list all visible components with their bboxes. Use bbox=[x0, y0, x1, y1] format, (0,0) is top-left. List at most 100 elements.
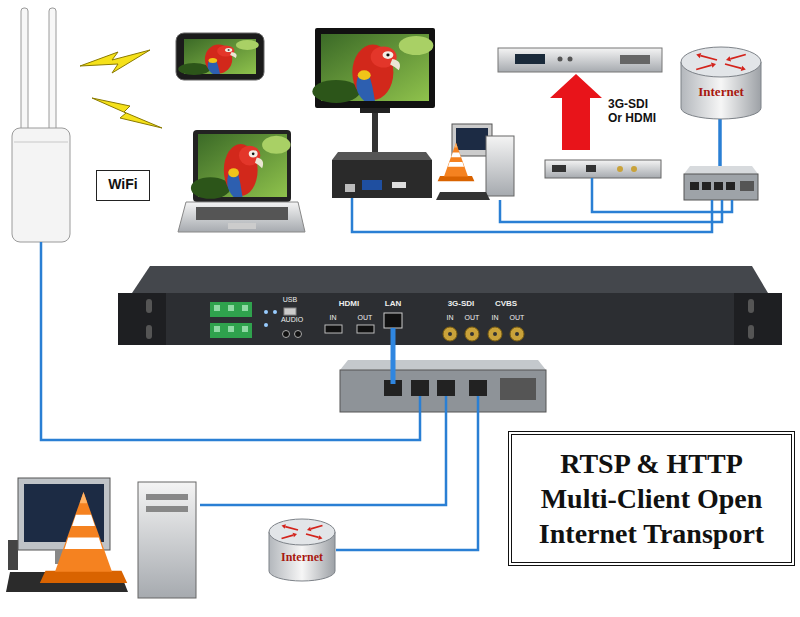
port-label: LAN bbox=[385, 299, 401, 308]
ethernet-cable bbox=[592, 178, 732, 212]
network-switch bbox=[702, 182, 711, 190]
rack-encoder bbox=[448, 332, 452, 336]
port-label: 3G-SDI bbox=[448, 299, 475, 308]
vlc-computer bbox=[40, 492, 127, 583]
network-switch bbox=[340, 370, 546, 412]
router-arrow bbox=[726, 56, 731, 61]
title-box: RTSP & HTTP Multi-Client Open Internet T… bbox=[508, 431, 795, 566]
ird-receiver bbox=[498, 48, 662, 72]
wifi-access-point bbox=[12, 128, 70, 242]
laptop bbox=[191, 134, 291, 199]
rack-encoder bbox=[748, 325, 754, 339]
wifi-access-point bbox=[14, 142, 68, 143]
router-arrow bbox=[285, 527, 298, 530]
laptop bbox=[228, 223, 256, 229]
rack-encoder bbox=[273, 310, 277, 314]
rack-encoder bbox=[443, 327, 457, 341]
network-switch bbox=[684, 174, 758, 200]
rack-encoder bbox=[515, 332, 519, 336]
router-body bbox=[269, 532, 335, 581]
router-arrow bbox=[306, 534, 319, 537]
rack-encoder bbox=[210, 302, 252, 317]
encoder-box bbox=[545, 160, 661, 178]
box-text: WiFi bbox=[108, 176, 137, 194]
rack-encoder bbox=[465, 327, 479, 341]
router-arrow bbox=[696, 65, 711, 69]
vlc-computer bbox=[146, 494, 188, 500]
ird-receiver bbox=[558, 57, 563, 62]
rack-encoder bbox=[214, 326, 220, 332]
router-text: Internet bbox=[698, 85, 744, 99]
router-arrow bbox=[293, 533, 297, 537]
ird-receiver bbox=[515, 54, 545, 64]
signal-arrow bbox=[550, 74, 602, 150]
rack-encoder bbox=[242, 305, 248, 311]
rack-encoder bbox=[264, 323, 268, 327]
network-switch bbox=[437, 380, 455, 396]
decoder-box bbox=[392, 182, 406, 188]
television bbox=[312, 28, 435, 153]
rack-encoder bbox=[228, 305, 234, 311]
router-arrow bbox=[282, 535, 294, 538]
vlc-computer bbox=[138, 482, 196, 598]
rack-encoder bbox=[493, 332, 497, 336]
rack-encoder bbox=[295, 331, 302, 338]
ethernet-cable bbox=[352, 198, 712, 232]
signal-arrow bbox=[550, 74, 602, 150]
wifi-access-point bbox=[21, 8, 28, 133]
router-body bbox=[681, 62, 761, 119]
network-switch bbox=[726, 182, 735, 190]
network-switch bbox=[714, 182, 723, 190]
router-arrows bbox=[696, 53, 746, 71]
decoder-box bbox=[332, 152, 432, 198]
vlc-computer bbox=[456, 128, 488, 150]
router-arrow bbox=[311, 526, 323, 529]
port-label: IN bbox=[492, 314, 499, 322]
router-arrows bbox=[282, 524, 323, 539]
wifi-access-point bbox=[12, 8, 70, 242]
router-label-area: Internet bbox=[268, 545, 336, 571]
rack-encoder bbox=[132, 266, 768, 293]
wireless-bolt bbox=[92, 98, 162, 128]
vlc-computer bbox=[146, 506, 188, 512]
ethernet-cable bbox=[336, 396, 478, 550]
vlc-computer bbox=[486, 136, 514, 196]
network-switch bbox=[690, 182, 699, 190]
decoder-box bbox=[345, 184, 355, 192]
ethernet-cable bbox=[200, 396, 446, 505]
rack-encoder bbox=[228, 326, 234, 332]
rack-encoder bbox=[146, 325, 152, 339]
decoder-box bbox=[362, 180, 382, 190]
port-label: IN bbox=[330, 314, 337, 322]
router-arrow bbox=[725, 64, 741, 68]
vlc-computer bbox=[6, 478, 196, 598]
wireless-bolt bbox=[80, 50, 162, 128]
port-label: OUT bbox=[358, 314, 373, 322]
internet-router: Internet bbox=[268, 518, 336, 582]
title-text: RTSP & HTTP Multi-Client Open Internet T… bbox=[522, 446, 781, 551]
ethernet-cable bbox=[352, 118, 732, 232]
network-switch bbox=[740, 181, 754, 191]
network-switch bbox=[411, 380, 429, 396]
rack-encoder bbox=[734, 293, 782, 345]
router-top bbox=[269, 519, 335, 545]
ethernet-cable bbox=[391, 328, 396, 384]
router-label-area: Internet bbox=[680, 77, 762, 108]
vlc-computer bbox=[436, 124, 514, 200]
rack-encoder bbox=[325, 325, 342, 333]
port-label: OUT bbox=[510, 314, 525, 322]
port-label: AUDIO bbox=[281, 316, 303, 324]
network-switch bbox=[340, 360, 546, 370]
rack-encoder bbox=[488, 327, 502, 341]
laptop bbox=[178, 130, 305, 232]
network-switch bbox=[469, 380, 487, 396]
router-arrow bbox=[318, 535, 322, 540]
port-label: USB bbox=[283, 296, 297, 304]
encoder-box bbox=[617, 166, 623, 172]
router-arrow bbox=[282, 524, 286, 529]
